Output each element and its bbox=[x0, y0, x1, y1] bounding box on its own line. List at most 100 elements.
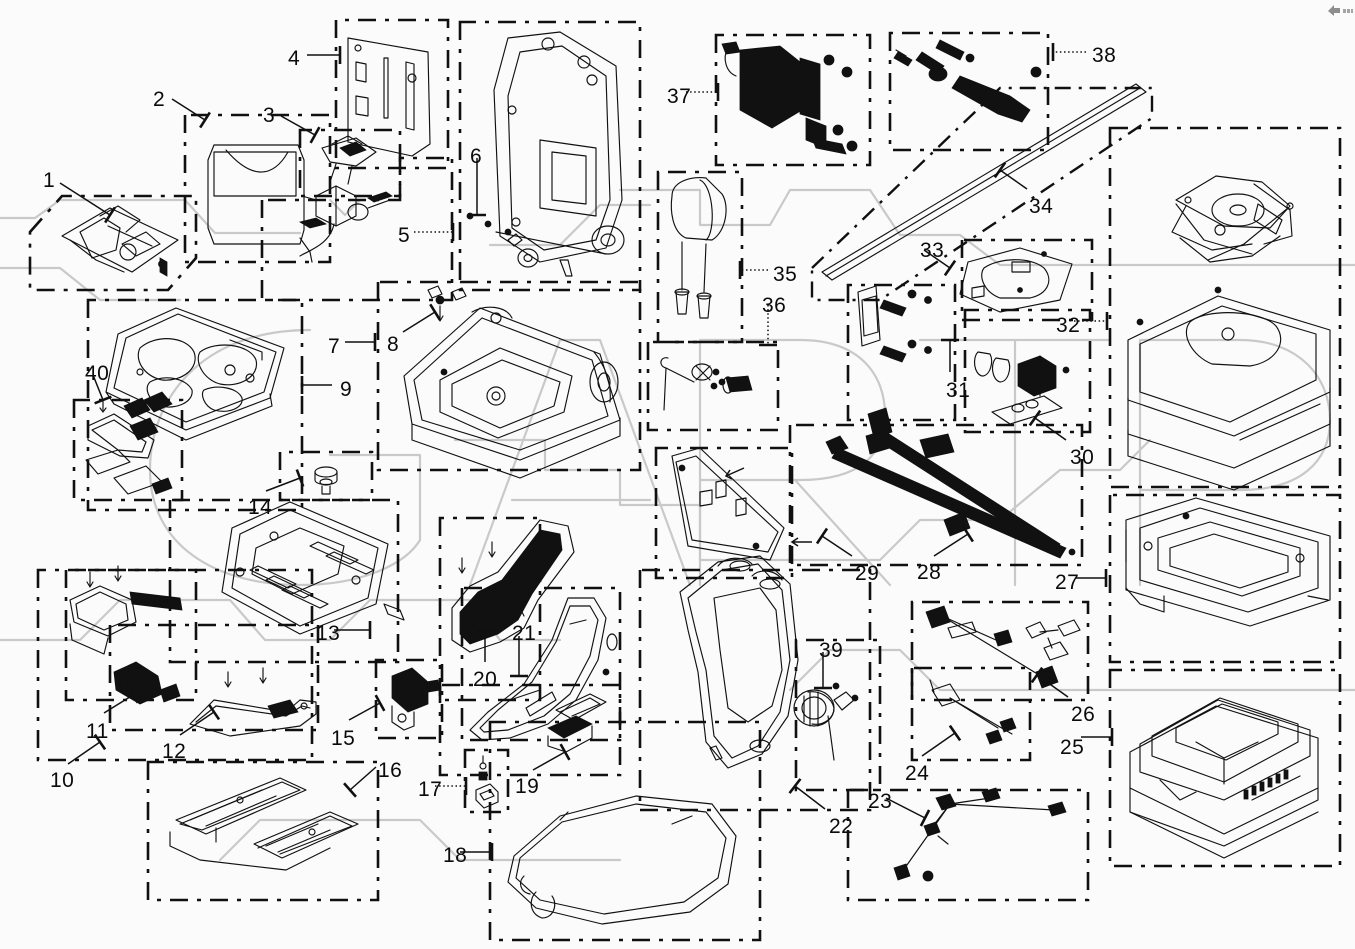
part-illustrations bbox=[61, 31, 1331, 925]
part-40-handles bbox=[85, 391, 173, 495]
part-29-sidecover bbox=[671, 447, 812, 561]
group-box-6 bbox=[458, 20, 642, 292]
callout-number-21: 21 bbox=[512, 622, 537, 645]
leader-line-29 bbox=[821, 535, 853, 557]
callout-number-8: 8 bbox=[387, 333, 400, 356]
leader-tick-22 bbox=[788, 778, 802, 794]
group-box-17 bbox=[463, 748, 510, 814]
leader-tick-8 bbox=[429, 303, 441, 321]
leader-lines bbox=[59, 43, 1114, 861]
callout-number-22: 22 bbox=[829, 815, 854, 838]
leader-line-14 bbox=[265, 477, 301, 492]
leader-tick-34 bbox=[993, 161, 1007, 179]
part-35-headrest bbox=[670, 177, 727, 319]
callout-number-24: 24 bbox=[905, 762, 930, 785]
part-36-hardware bbox=[660, 357, 753, 411]
callout-number-10: 10 bbox=[50, 769, 75, 792]
leader-line-11 bbox=[103, 694, 134, 714]
leader-tick-40 bbox=[94, 395, 112, 405]
callout-number-35: 35 bbox=[773, 263, 798, 286]
callout-number-32: 32 bbox=[1056, 314, 1081, 337]
leader-tick-10 bbox=[93, 733, 107, 751]
callout-number-12: 12 bbox=[162, 740, 187, 763]
part-31-bracket bbox=[857, 285, 932, 363]
callout-number-37: 37 bbox=[667, 85, 692, 108]
part-17-clip bbox=[475, 755, 499, 809]
group-box-30 bbox=[963, 308, 1092, 434]
part-27-baseplate bbox=[1125, 497, 1331, 627]
leader-line-15 bbox=[348, 702, 381, 721]
part-4-backpanel bbox=[347, 37, 431, 157]
group-box-21 bbox=[460, 586, 622, 742]
part-16-rails bbox=[169, 777, 359, 871]
leader-tick-33 bbox=[943, 259, 957, 277]
part-11-latch bbox=[113, 661, 181, 705]
callout-number-33: 33 bbox=[920, 239, 945, 262]
callout-number-13: 13 bbox=[316, 622, 341, 645]
part-20-framelink bbox=[451, 519, 575, 653]
group-box-34 bbox=[810, 86, 1154, 302]
leader-line-16 bbox=[349, 766, 377, 791]
callout-number-6: 6 bbox=[470, 145, 483, 168]
callout-number-20: 20 bbox=[473, 668, 498, 691]
callout-number-40: 40 bbox=[85, 362, 110, 385]
part-13-panlower bbox=[221, 501, 405, 635]
callout-number-30: 30 bbox=[1070, 446, 1095, 469]
group-box-4 bbox=[334, 18, 450, 170]
group-box-8 bbox=[376, 280, 642, 472]
callout-number-5: 5 bbox=[398, 224, 411, 247]
callout-number-27: 27 bbox=[1055, 571, 1080, 594]
leader-line-2 bbox=[171, 98, 206, 121]
part-12-trim bbox=[189, 667, 317, 737]
part-33-heatermat bbox=[959, 247, 1073, 313]
callout-number-7: 7 bbox=[328, 335, 341, 358]
group-box-22 bbox=[638, 568, 872, 812]
part-25-bellows bbox=[1129, 697, 1319, 859]
leader-line-24 bbox=[921, 732, 956, 757]
callout-number-31: 31 bbox=[946, 379, 971, 402]
leader-tick-3 bbox=[309, 126, 321, 144]
group-boxes bbox=[28, 18, 1342, 942]
leader-line-33 bbox=[923, 249, 951, 269]
leader-line-30 bbox=[1034, 417, 1067, 441]
leader-line-28 bbox=[933, 533, 969, 557]
callout-number-19: 19 bbox=[515, 775, 540, 798]
callout-number-15: 15 bbox=[331, 727, 356, 750]
group-box-1 bbox=[28, 194, 198, 292]
group-box-12 bbox=[108, 623, 320, 732]
part-26-harness bbox=[925, 605, 1081, 689]
group-box-2 bbox=[183, 113, 332, 264]
group-box-5 bbox=[260, 156, 454, 302]
group-box-14 bbox=[278, 450, 374, 502]
group-box-10 bbox=[36, 568, 314, 762]
leader-tick-2 bbox=[199, 111, 211, 129]
leader-tick-1 bbox=[104, 206, 116, 224]
callout-number-1: 1 bbox=[43, 169, 56, 192]
leader-tick-24 bbox=[948, 724, 962, 742]
leader-line-26 bbox=[1036, 674, 1069, 698]
part-23-harness bbox=[893, 787, 1067, 882]
leader-line-19 bbox=[532, 751, 566, 771]
callout-number-28: 28 bbox=[917, 561, 942, 584]
part-37-retractor bbox=[721, 41, 858, 155]
callout-number-38: 38 bbox=[1092, 44, 1117, 67]
leader-line-23 bbox=[885, 797, 926, 819]
part-24-harness bbox=[929, 679, 1017, 745]
part-6-backframe bbox=[466, 31, 625, 277]
leader-tick-15 bbox=[374, 694, 386, 712]
part-2-panel bbox=[207, 144, 328, 263]
group-box-16 bbox=[146, 760, 380, 902]
group-box-15 bbox=[374, 658, 444, 740]
part-1-frame bbox=[61, 205, 179, 277]
leader-tick-16 bbox=[343, 782, 357, 798]
part-22-backcover bbox=[679, 555, 799, 769]
group-box-25 bbox=[1108, 668, 1342, 868]
group-box-24 bbox=[910, 666, 1032, 762]
group-box-26 bbox=[910, 600, 1090, 702]
callout-number-26: 26 bbox=[1071, 703, 1096, 726]
callout-number-23: 23 bbox=[868, 790, 893, 813]
part-39-blower bbox=[793, 682, 859, 761]
callout-number-17: 17 bbox=[418, 778, 443, 801]
group-box-38 bbox=[888, 31, 1050, 152]
